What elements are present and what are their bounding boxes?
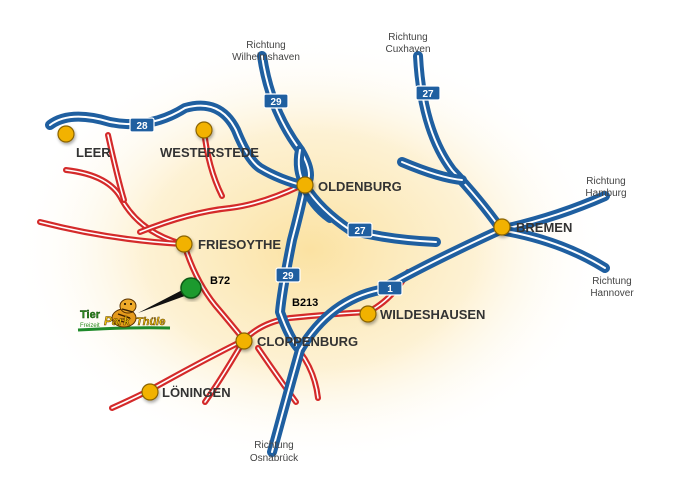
city-label-friesoythe: FRIESOYTHE — [198, 237, 281, 252]
road-leer-south — [105, 132, 127, 203]
direction-cuxhaven-line2: Cuxhaven — [385, 44, 430, 55]
city-label-oldenburg: OLDENBURG — [318, 179, 402, 194]
road-cloppenburg-south-a — [255, 345, 299, 405]
shield-label-a29-south: 29 — [282, 271, 294, 282]
city-marker-friesoythe — [175, 235, 193, 253]
park-logo-word-park: Park — [104, 314, 131, 328]
city-label-westerstede: WESTERSTEDE — [160, 145, 259, 160]
autobahn-shield-a27-north: 27 — [415, 85, 441, 101]
autobahn-a27-branch — [397, 157, 467, 185]
autobahn-a1-southeast — [495, 225, 610, 273]
park-pointer — [138, 286, 193, 313]
park-logo-word-tier: Tier — [80, 309, 101, 321]
direction-wilhelmshaven-line1: Richtung — [246, 40, 285, 51]
road-label-b72: B72 — [210, 275, 230, 287]
autobahn-a29 — [257, 51, 314, 355]
direction-osnabrueck-line1: Richtung — [254, 440, 293, 451]
park-marker — [180, 277, 202, 299]
park-logo-underline — [77, 326, 171, 332]
city-label-bremen: BREMEN — [516, 220, 572, 235]
direction-osnabrueck-line2: Osnabrück — [250, 453, 299, 464]
city-marker-oldenburg — [296, 176, 314, 194]
direction-wilhelmshaven-line2: Wilhelmshaven — [232, 52, 300, 63]
road-west-friesoythe — [37, 219, 185, 247]
city-label-wildeshausen: WILDESHAUSEN — [380, 307, 485, 322]
direction-cuxhaven-line1: Richtung — [388, 32, 427, 43]
city-marker-cloppenburg — [235, 332, 253, 350]
city-marker-wildeshausen — [359, 305, 377, 323]
city-label-cloppenburg: CLOPPENBURG — [257, 334, 358, 349]
direction-hamburg: Richtung Hamburg — [585, 176, 626, 199]
road-friesoythe-oldenburg — [137, 183, 303, 235]
shield-label-a28: 28 — [136, 121, 148, 132]
park-logo-small: Freizeit — [80, 323, 100, 329]
tiger-icon — [111, 298, 137, 328]
autobahn-shield-a29-north: 29 — [263, 93, 289, 109]
direction-osnabrueck: Richtung Osnabrück — [250, 440, 299, 464]
road-label-b213: B213 — [292, 297, 318, 309]
shield-label-a1: 1 — [387, 284, 393, 295]
background-glow — [10, 35, 610, 465]
autobahn-a28 — [45, 100, 310, 191]
direction-hannover-line2: Hannover — [590, 288, 634, 299]
city-label-loeningen: LÖNINGEN — [162, 385, 231, 400]
city-label-leer: LEER — [76, 145, 111, 160]
autobahn-shield-a27-east: 27 — [347, 222, 373, 238]
shield-label-a27-east: 27 — [354, 226, 366, 237]
direction-hannover-line1: Richtung — [592, 276, 631, 287]
city-marker-loeningen — [141, 383, 159, 401]
autobahn-shield-a28: 28 — [129, 117, 155, 133]
shield-label-a29-north: 29 — [270, 97, 282, 108]
direction-hamburg-line2: Hamburg — [585, 188, 626, 199]
autobahn-shield-a1: 1 — [377, 280, 403, 296]
direction-wilhelmshaven: Richtung Wilhelmshaven — [232, 40, 300, 63]
autobahn-shield-a29-south: 29 — [275, 267, 301, 283]
city-marker-westerstede — [195, 121, 213, 139]
direction-hannover: Richtung Hannover — [590, 276, 634, 299]
direction-hamburg-line1: Richtung — [586, 176, 625, 187]
park-logo-word-thuele: Thüle — [136, 316, 165, 328]
city-marker-leer — [57, 125, 75, 143]
shield-label-a27-north: 27 — [422, 89, 434, 100]
direction-cuxhaven: Richtung Cuxhaven — [385, 32, 430, 55]
road-b72 — [181, 241, 247, 343]
city-marker-bremen — [493, 218, 511, 236]
city-markers — [57, 121, 511, 401]
park-logo: Tier Freizeit Park Thüle — [77, 298, 171, 332]
